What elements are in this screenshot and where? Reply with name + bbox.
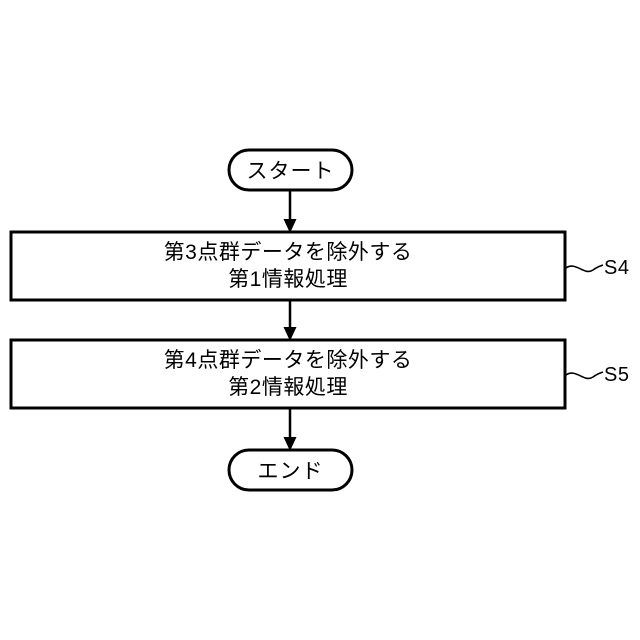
process-node-s4-shape — [9, 230, 567, 302]
end-node-shape — [227, 448, 354, 492]
process-node-s5-label-line2: 第2情報処理 — [228, 376, 348, 399]
process-node-s4-label-line2: 第1情報処理 — [228, 268, 348, 291]
process-node-s5-label-line1: 第4点群データを除外する — [163, 349, 413, 372]
leader-line-s5 — [565, 371, 604, 380]
arrowhead-s4-to-s5 — [283, 327, 297, 341]
end-node-label: エンド — [257, 460, 324, 483]
process-node-s5-shape — [9, 338, 567, 410]
arrowhead-start-to-s4 — [283, 219, 297, 233]
leader-line-s4 — [565, 264, 604, 273]
arrowhead-s5-to-end — [283, 437, 297, 451]
start-node-label: スタート — [246, 160, 335, 183]
process-node-s4-label-line1: 第3点群データを除外する — [163, 241, 413, 264]
step-label-s4: S4 — [604, 257, 630, 279]
step-label-s5: S5 — [604, 364, 630, 386]
